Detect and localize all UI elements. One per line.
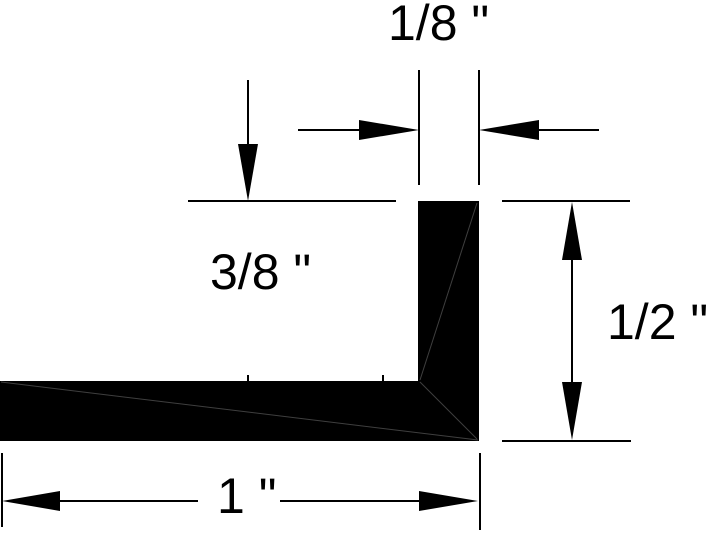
l-profile-shape <box>0 201 479 441</box>
dim-label-flange-width: 1/8 " <box>388 0 489 51</box>
dimension-base-length: 1 " <box>2 468 478 524</box>
dimension-inner-height: 3/8 " <box>210 80 311 300</box>
arrowhead-right-pointing-icon <box>359 120 419 140</box>
arrowhead-left-pointing-icon <box>2 491 60 511</box>
dim-label-inner-height: 3/8 " <box>210 244 311 300</box>
facet-line-base-diagonal <box>0 381 479 441</box>
arrowhead-down-pointing-icon <box>238 144 258 201</box>
dim-label-base-length: 1 " <box>217 468 276 524</box>
dimension-outer-height: 1/2 " <box>562 202 708 440</box>
facet-line-corner-diagonal <box>419 381 478 440</box>
arrowhead-up-pointing-icon <box>562 202 582 260</box>
facet-lines <box>0 202 479 441</box>
extension-lines <box>1 70 631 530</box>
arrowhead-down-pointing-icon <box>562 382 582 440</box>
dimension-flange-width: 1/8 " <box>298 0 599 140</box>
dim-label-outer-height: 1/2 " <box>607 294 708 350</box>
arrowhead-left-pointing-icon <box>479 120 539 140</box>
arrowhead-right-pointing-icon <box>419 491 478 511</box>
facet-line-leg-diagonal <box>419 202 478 381</box>
